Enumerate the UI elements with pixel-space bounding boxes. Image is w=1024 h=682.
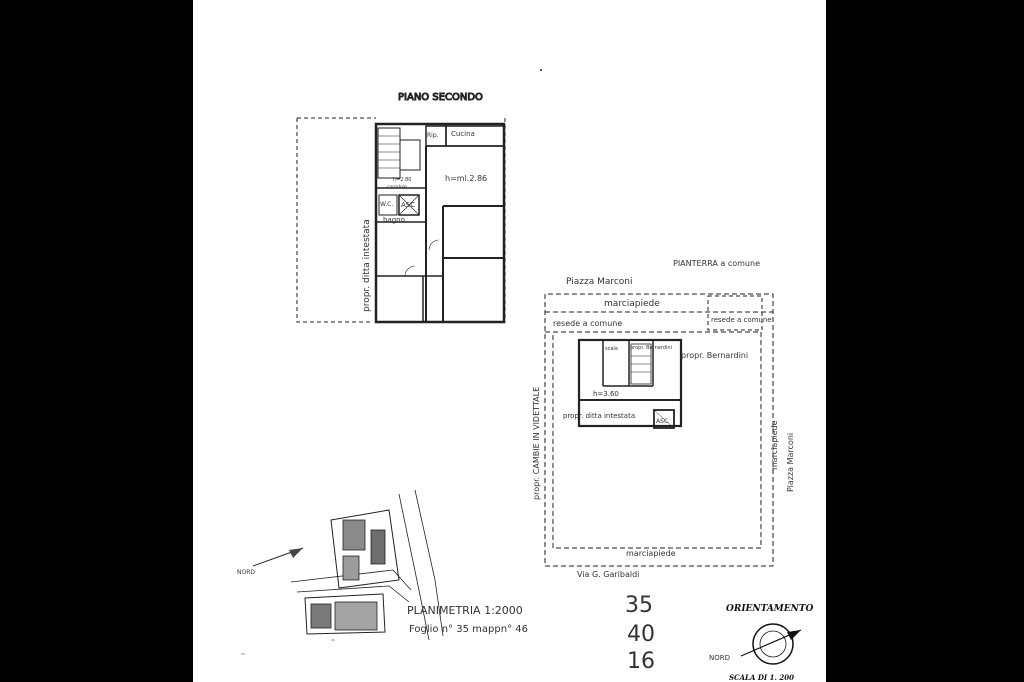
resede-right: resede a comune: [711, 316, 772, 324]
upper-asc-label: ASC: [401, 201, 415, 209]
marciapiede-top: marciapiede: [604, 299, 660, 309]
upper-title: PIANO SECONDO: [398, 92, 483, 103]
bagno-label: bagno: [383, 216, 405, 224]
upper-height: h=ml.2.86: [445, 174, 487, 183]
ground-bottom-marciapiede: marciapiede: [626, 549, 676, 558]
ground-asc-label: ASC: [656, 418, 668, 425]
upper-height-small: h=2.80: [393, 177, 412, 183]
north-label-small: NORD: [237, 569, 255, 576]
street-label: Via G. Garibaldi: [577, 570, 639, 579]
cucina-label: Cucina: [451, 130, 475, 138]
propr-bernardini-small: propr. Bernardini: [630, 345, 672, 351]
number-3: 16: [627, 649, 655, 674]
ground-left-label: propr. CAMBIE IN VIDETTALE: [532, 387, 541, 500]
orientamento: ORIENTAMENTO NORD SCALA DI 1. 200: [709, 604, 814, 682]
number-1: 35: [625, 593, 653, 618]
foglio-label: Foglio n° 35 mappn° 46: [409, 624, 528, 635]
propr-bernardini: propr. Bernardini: [681, 351, 748, 360]
upper-side-label: propr. ditta intestata: [362, 219, 372, 312]
planimetria-title: PLANIMETRIA 1:2000: [407, 604, 523, 617]
orientamento-title: ORIENTAMENTO: [726, 604, 814, 614]
scala-label: scala: [605, 346, 618, 352]
floor-plan-upper: PIANO SECONDO Rip. Cucina h=ml.2.86 h=2.…: [296, 92, 506, 324]
ground-height: h=3.60: [593, 390, 619, 398]
propr-ditta-ground: propr. ditta intestata: [563, 412, 635, 420]
piazza-label: Piazza Marconi: [566, 277, 633, 287]
site-plan: NORD PLANIMETRIA 1:2000 Foglio n° 35 map…: [237, 489, 655, 674]
floor-plan-ground: PIANTERRA a comune Piazza Marconi marcia…: [532, 259, 795, 579]
wc-label: W.C.: [380, 201, 393, 208]
resede-comune: resede a comune: [553, 319, 622, 328]
cadastral-drawing: PIANO SECONDO Rip. Cucina h=ml.2.86 h=2.…: [237, 69, 814, 682]
corridoio-label: corridoio: [387, 184, 407, 190]
number-2: 40: [627, 622, 655, 647]
ground-right-piazza: Piazza Marconi: [786, 433, 795, 492]
orientamento-scala: SCALA DI 1. 200: [729, 673, 794, 682]
ground-title: PIANTERRA a comune: [673, 259, 760, 268]
orientamento-nord: NORD: [709, 654, 730, 662]
document-sheet: PIANO SECONDO Rip. Cucina h=ml.2.86 h=2.…: [193, 0, 826, 682]
ground-right-marciapiede: marciapiede: [770, 420, 779, 470]
dot-mark: [540, 69, 542, 71]
rip-label: Rip.: [427, 132, 439, 139]
